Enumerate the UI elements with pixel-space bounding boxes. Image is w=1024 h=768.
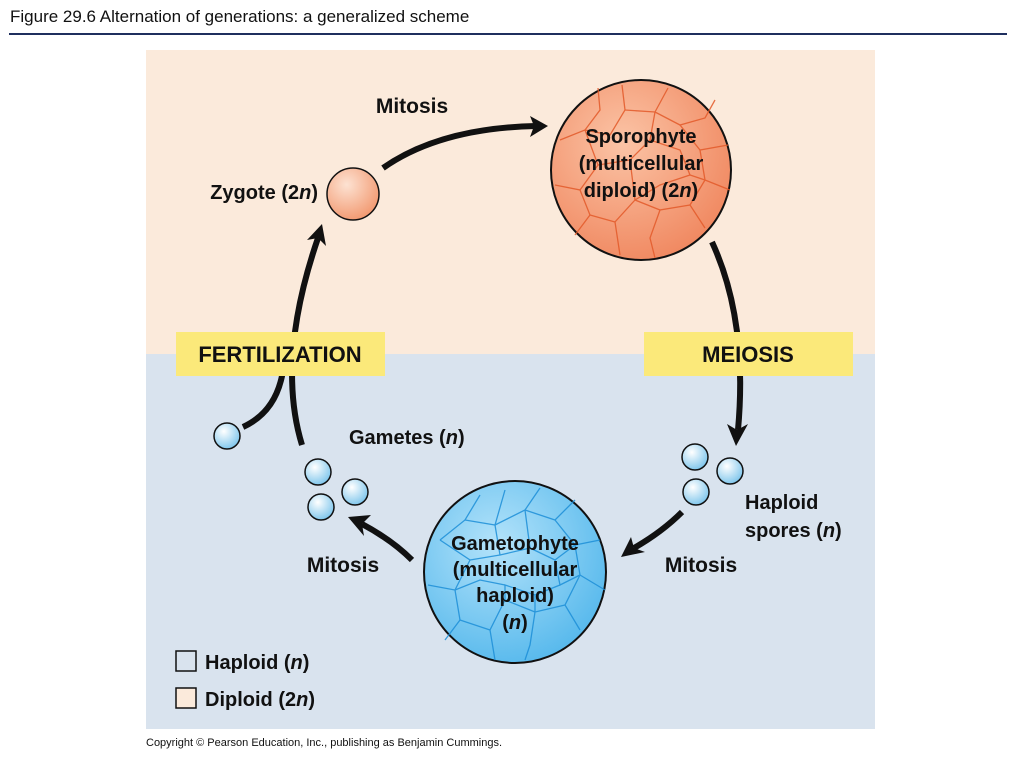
sporophyte-circle: Sporophyte (multicellular diploid) (2n) xyxy=(550,79,732,261)
arrow-meiosis xyxy=(709,240,744,431)
gametophyte-line1: Gametophyte xyxy=(451,533,579,555)
gametophyte-circle: Gametophyte (multicellular haploid) (n) xyxy=(423,480,607,664)
sporophyte-line2: (multicellular xyxy=(579,153,704,175)
haploid-spores-line2: spores (n) xyxy=(745,520,842,542)
title-divider xyxy=(9,33,1007,35)
legend: Haploid (n) Diploid (2n) xyxy=(175,650,315,711)
legend-diploid-label: Diploid (2n) xyxy=(205,689,315,711)
haploid-spores-line1: Haploid xyxy=(745,492,818,514)
gamete-cell xyxy=(341,478,369,506)
arrow-mitosis-left xyxy=(360,521,415,563)
diploid-region xyxy=(146,50,875,354)
arrow-head-mitosis-right xyxy=(621,537,645,557)
gamete-cell xyxy=(304,458,332,486)
mitosis-right-label: Mitosis xyxy=(665,554,737,577)
copyright-notice: Copyright © Pearson Education, Inc., pub… xyxy=(146,737,503,749)
arrow-head-mitosis-top xyxy=(530,116,548,137)
gametophyte-line3: haploid) xyxy=(476,585,554,607)
arrow-mitosis-right xyxy=(632,509,685,551)
arrow-head-mitosis-left xyxy=(348,515,371,536)
gamete-cell xyxy=(213,422,241,450)
zygote-circle xyxy=(326,167,380,221)
fertilization-label: FERTILIZATION xyxy=(198,342,361,367)
zygote-label: Zygote (2n) xyxy=(210,182,318,204)
legend-diploid-swatch xyxy=(175,687,197,709)
arrow-head-fertilization xyxy=(307,224,326,246)
arrow-mitosis-top xyxy=(381,123,537,171)
gametes-label: Gametes (n) xyxy=(349,427,465,449)
mitosis-top-label: Mitosis xyxy=(376,95,448,118)
gametophyte-line4: (n) xyxy=(502,612,528,634)
arrow-head-meiosis xyxy=(727,424,748,446)
spore-cell xyxy=(716,457,744,485)
mitosis-left-label: Mitosis xyxy=(307,554,379,577)
legend-haploid-swatch xyxy=(175,650,197,672)
fertilization-box xyxy=(176,332,385,376)
spore-cell xyxy=(682,478,710,506)
gamete-cell xyxy=(307,493,335,521)
spore-cell xyxy=(681,443,709,471)
meiosis-label: MEIOSIS xyxy=(702,342,794,367)
figure-title: Figure 29.6 Alternation of generations: … xyxy=(10,7,470,26)
gametophyte-line2: (multicellular xyxy=(453,559,578,581)
legend-haploid-label: Haploid (n) xyxy=(205,652,309,674)
sporophyte-line3: diploid) (2n) xyxy=(584,180,698,202)
sporophyte-line1: Sporophyte xyxy=(585,126,696,148)
meiosis-box xyxy=(644,332,853,376)
